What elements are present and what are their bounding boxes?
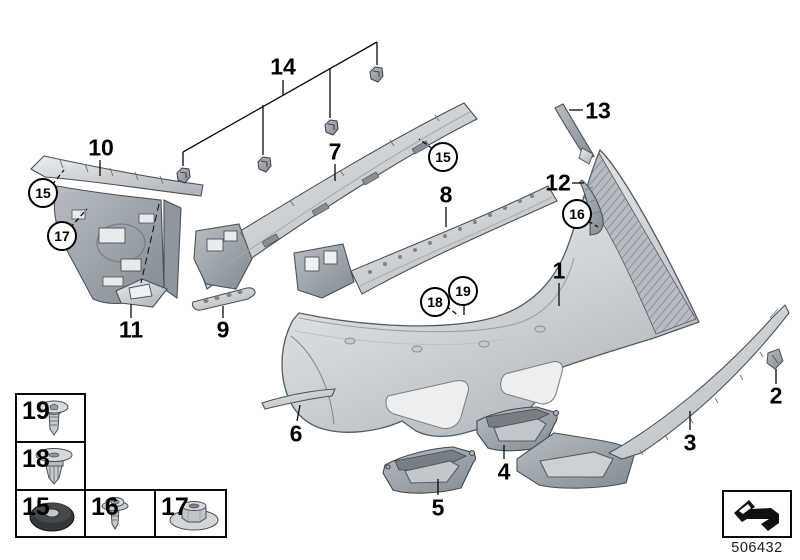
circled-label-18[interactable]: 18	[420, 287, 450, 317]
circled-label-15-right[interactable]: 15	[428, 142, 458, 172]
part-label-3[interactable]: 3	[683, 429, 697, 456]
part-label-12[interactable]: 12	[545, 169, 571, 196]
part-13-side-blade-bracket[interactable]	[554, 103, 595, 165]
legend-cell-16[interactable]: 16	[91, 493, 119, 521]
legend-cell-18[interactable]: 18	[22, 445, 50, 473]
part-label-8[interactable]: 8	[439, 181, 453, 208]
part-label-1[interactable]: 1	[552, 257, 566, 284]
diagram-number: 506432	[731, 540, 783, 556]
direction-arrow-box	[722, 490, 792, 538]
grommet-icon	[29, 502, 75, 532]
part-5-exhaust-trim-left[interactable]	[382, 446, 476, 494]
part-9-bracket-strip[interactable]	[191, 287, 256, 311]
part-2-clip-bracket[interactable]	[766, 348, 784, 370]
part-14-clip-set[interactable]	[176, 66, 384, 184]
circled-label-16[interactable]: 16	[562, 199, 592, 229]
part-label-14[interactable]: 14	[270, 53, 296, 80]
part-label-4[interactable]: 4	[497, 458, 511, 485]
part-label-10[interactable]: 10	[88, 134, 114, 161]
part-3-diffuser-trim[interactable]	[516, 304, 790, 489]
part-label-7[interactable]: 7	[328, 138, 342, 165]
part-11-mounting-plate[interactable]	[115, 278, 168, 308]
legend-cell-19[interactable]: 19	[22, 397, 50, 425]
legend-cell-15[interactable]: 15	[22, 493, 50, 521]
screw-icon	[101, 497, 129, 530]
circled-label-17[interactable]: 17	[47, 221, 77, 251]
part-label-11[interactable]: 11	[118, 316, 144, 343]
circled-label-19[interactable]: 19	[448, 276, 478, 306]
part-6-protective-strip[interactable]	[261, 388, 336, 410]
part-label-13[interactable]: 13	[585, 97, 611, 124]
part-label-9[interactable]: 9	[216, 316, 230, 343]
washer-head-screw-icon	[39, 400, 69, 436]
part-label-6[interactable]: 6	[289, 420, 303, 447]
part-label-5[interactable]: 5	[431, 494, 445, 521]
expansion-rivet-icon	[35, 448, 73, 485]
part-12-side-guide[interactable]	[579, 179, 604, 236]
circled-label-15-left[interactable]: 15	[28, 178, 58, 208]
legend-cell-17[interactable]: 17	[161, 493, 189, 521]
hex-nut-washer-icon	[169, 501, 219, 531]
part-7-bumper-carrier[interactable]	[193, 102, 478, 290]
part-8-reinforcement-beam[interactable]	[293, 185, 558, 299]
viewing-direction-arrow-icon	[734, 500, 779, 531]
part-label-2[interactable]: 2	[769, 382, 783, 409]
part-4-exhaust-trim-right[interactable]	[476, 406, 560, 452]
